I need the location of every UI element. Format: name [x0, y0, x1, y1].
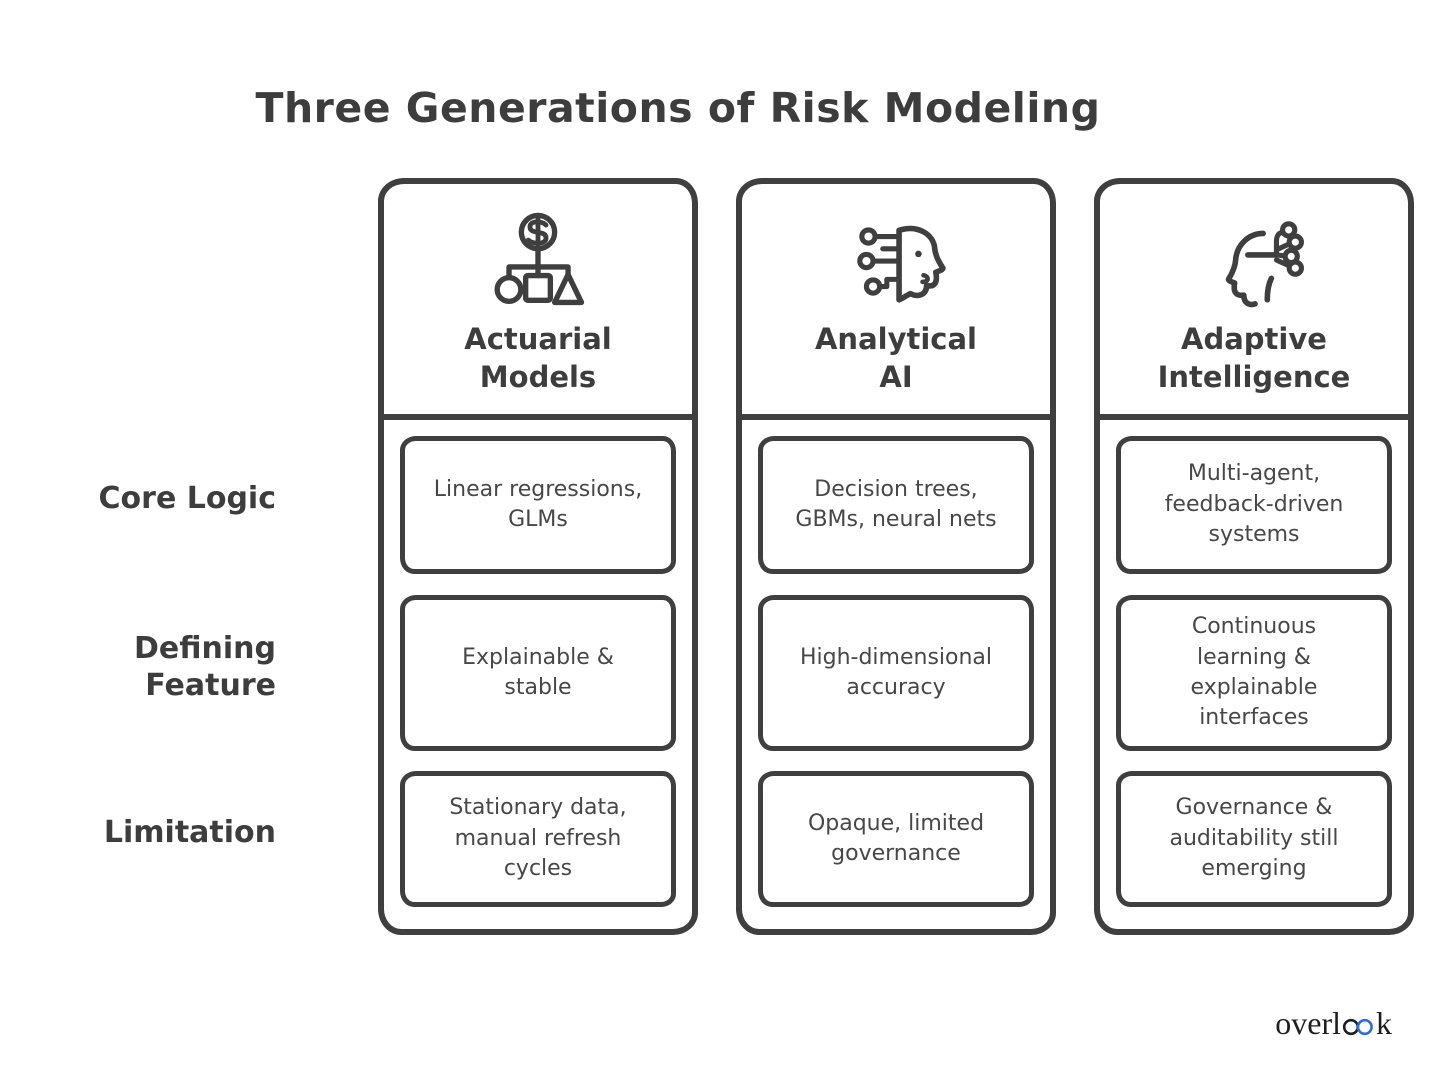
column-adaptive-intelligence: Adaptive Intelligence Multi-agent, feedb… [1094, 178, 1414, 935]
column-body: Multi-agent, feedback-driven systems Con… [1100, 420, 1408, 929]
logo-text-suffix: k [1376, 1005, 1392, 1041]
column-actuarial-models: Actuarial Models Linear regressions, GLM… [378, 178, 698, 935]
row-label-core-logic: Core Logic [98, 481, 276, 517]
row-label-limitation: Limitation [103, 815, 276, 851]
cell-core-logic: Decision trees, GBMs, neural nets [758, 436, 1034, 574]
comparison-table: Core Logic Defining Feature Limitation A [60, 178, 1414, 935]
cell-core-logic: Multi-agent, feedback-driven systems [1116, 436, 1392, 574]
cell-defining-feature: Continuous learning & explainable interf… [1116, 595, 1392, 751]
logo-text-prefix: overl [1275, 1005, 1341, 1041]
row-labels: Core Logic Defining Feature Limitation [60, 178, 340, 901]
column-title: Analytical AI [814, 322, 977, 394]
cell-limitation: Stationary data, manual refresh cycles [400, 771, 676, 907]
adaptive-head-network-icon [1225, 221, 1304, 308]
column-header-adaptive: Adaptive Intelligence [1100, 184, 1408, 420]
column-header-actuarial: Actuarial Models [384, 184, 692, 420]
cell-core-logic: Linear regressions, GLMs [400, 436, 676, 574]
cell-limitation: Opaque, limited governance [758, 771, 1034, 907]
column-header-analytical: Analytical AI [742, 184, 1050, 420]
cell-defining-feature: Explainable & stable [400, 595, 676, 751]
column-title: Actuarial Models [464, 322, 612, 394]
infinity-oo-icon [1342, 1018, 1373, 1035]
overlook-logo: overl k [1275, 1005, 1392, 1042]
column-body: Linear regressions, GLMs Explainable & s… [384, 420, 692, 929]
column-body: Decision trees, GBMs, neural nets High-d… [742, 420, 1050, 929]
circuit-head-icon [857, 226, 946, 303]
column-title: Adaptive Intelligence [1157, 322, 1351, 394]
page-title: Three Generations of Risk Modeling [255, 84, 1101, 132]
cell-limitation: Governance & auditability still emerging [1116, 771, 1392, 907]
row-label-defining-feature: Defining Feature [134, 630, 276, 704]
cell-defining-feature: High-dimensional accuracy [758, 595, 1034, 751]
column-analytical-ai: Analytical AI Decision trees, GBMs, neur… [736, 178, 1056, 935]
money-flowchart-icon [494, 213, 585, 306]
